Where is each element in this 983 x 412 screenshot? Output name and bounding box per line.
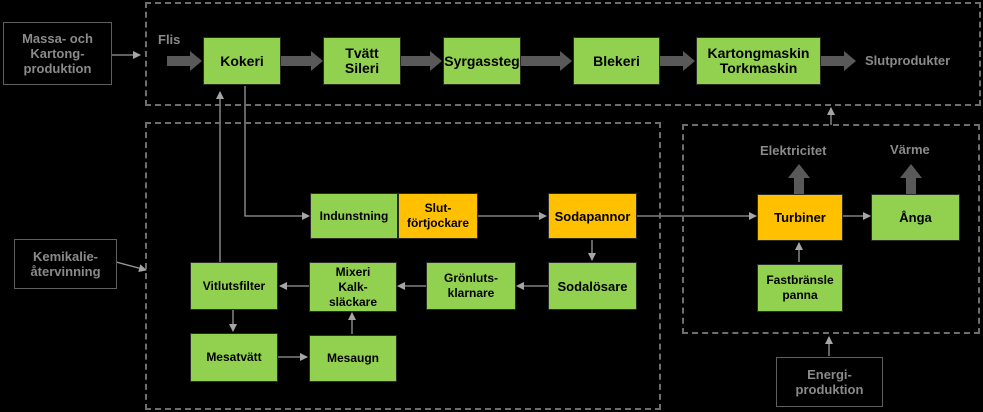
region-kemikalie <box>145 122 661 410</box>
side-label-energi: Energi- produktion <box>776 357 883 407</box>
node-mesaugn: Mesaugn <box>309 335 397 382</box>
label-elektricitet: Elektricitet <box>760 143 827 158</box>
node-gronluts-klarnare: Grönluts- klarnare <box>426 262 516 310</box>
arrow-kartong-slut <box>821 51 856 71</box>
process-lines <box>112 51 871 361</box>
node-sodapannor: Sodapannor <box>548 193 637 239</box>
arrow-flis-kokeri <box>167 51 202 71</box>
node-sodalosare: Sodalösare <box>548 262 637 310</box>
node-blekeri: Blekeri <box>573 37 660 85</box>
node-turbiner: Turbiner <box>757 194 843 241</box>
label-varme: Värme <box>890 142 930 157</box>
node-tvatt-sileri: Tvätt Sileri <box>323 37 401 85</box>
node-kokeri: Kokeri <box>203 37 281 85</box>
node-mixeri-kalksleckare: Mixeri Kalk- släckare <box>309 262 397 312</box>
side-label-massa-kartong: Massa- och Kartong- produktion <box>3 22 112 85</box>
node-indunstning: Indunstning <box>310 193 398 239</box>
arrow-elektricitet-up <box>788 164 810 194</box>
main-flow-arrows <box>167 51 922 194</box>
node-mesatvatt: Mesatvätt <box>190 333 278 382</box>
label-slutprodukter: Slutprodukter <box>865 53 951 68</box>
node-slutforjockare: Slut- förtjockare <box>398 193 478 239</box>
region-energi <box>682 124 980 334</box>
arrow-syrgas-blekeri <box>521 51 572 71</box>
arrow-tvatt-syrgas <box>401 51 442 71</box>
node-fastbransle-panna: Fastbränsle panna <box>757 264 843 312</box>
node-syrgassteg: Syrgassteg <box>443 37 521 85</box>
line-kemikalie-region <box>115 261 147 273</box>
arrow-varme-up <box>900 164 922 194</box>
arrow-kokeri-tvatt <box>281 51 323 71</box>
label-flis: Flis <box>158 32 181 47</box>
side-label-kemikalie: Kemikalie- återvinning <box>14 239 117 289</box>
node-vitlutsfilter: Vitlutsfilter <box>190 262 278 310</box>
node-kartongmaskin-torkmaskin: Kartongmaskin Torkmaskin <box>696 37 821 85</box>
line-kokeri-indunstning <box>244 86 310 220</box>
region-massa-kartong <box>145 2 981 106</box>
arrow-blekeri-kartong <box>660 51 695 71</box>
node-anga: Ånga <box>871 194 960 241</box>
